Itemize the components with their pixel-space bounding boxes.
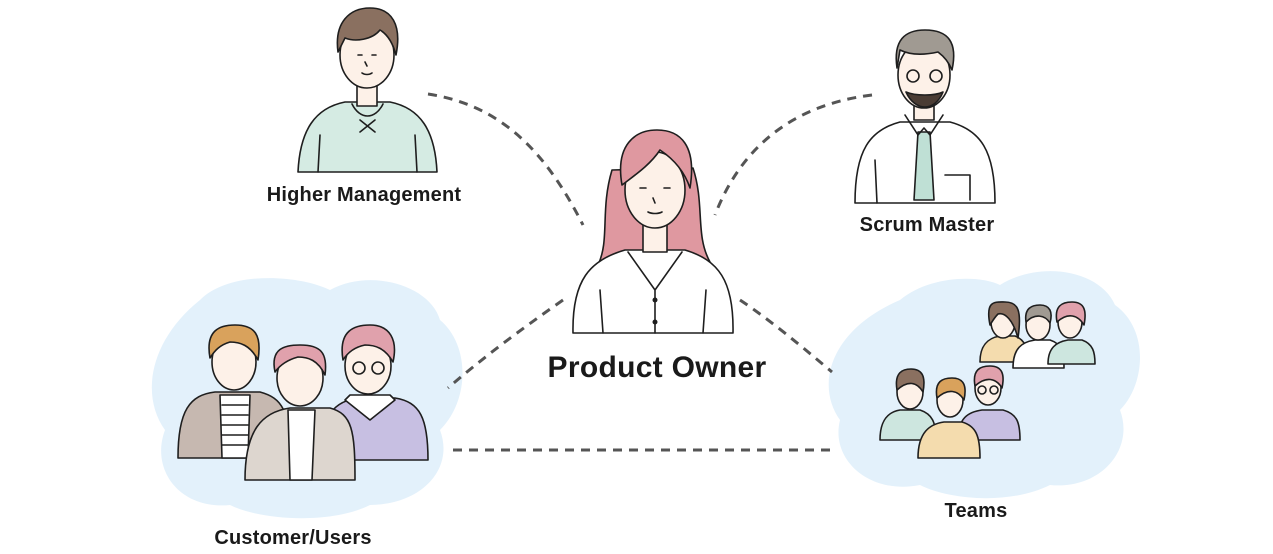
teams-group (879, 301, 1096, 459)
connector-teams (739, 298, 833, 374)
customer-users-group (177, 324, 429, 481)
product-owner-person (572, 129, 734, 334)
connector-management (427, 92, 585, 226)
connector-customers (447, 298, 564, 390)
scrum-master-person (854, 29, 996, 204)
label-product-owner: Product Owner (547, 351, 767, 384)
label-teams: Teams (944, 500, 1008, 522)
higher-management-person (297, 7, 438, 173)
label-scrum-master: Scrum Master (859, 214, 995, 236)
label-higher-management: Higher Management (266, 184, 462, 206)
label-customer-users: Customer/Users (214, 527, 372, 549)
connector-lines (427, 92, 873, 452)
connector-scrum-master (713, 93, 873, 216)
